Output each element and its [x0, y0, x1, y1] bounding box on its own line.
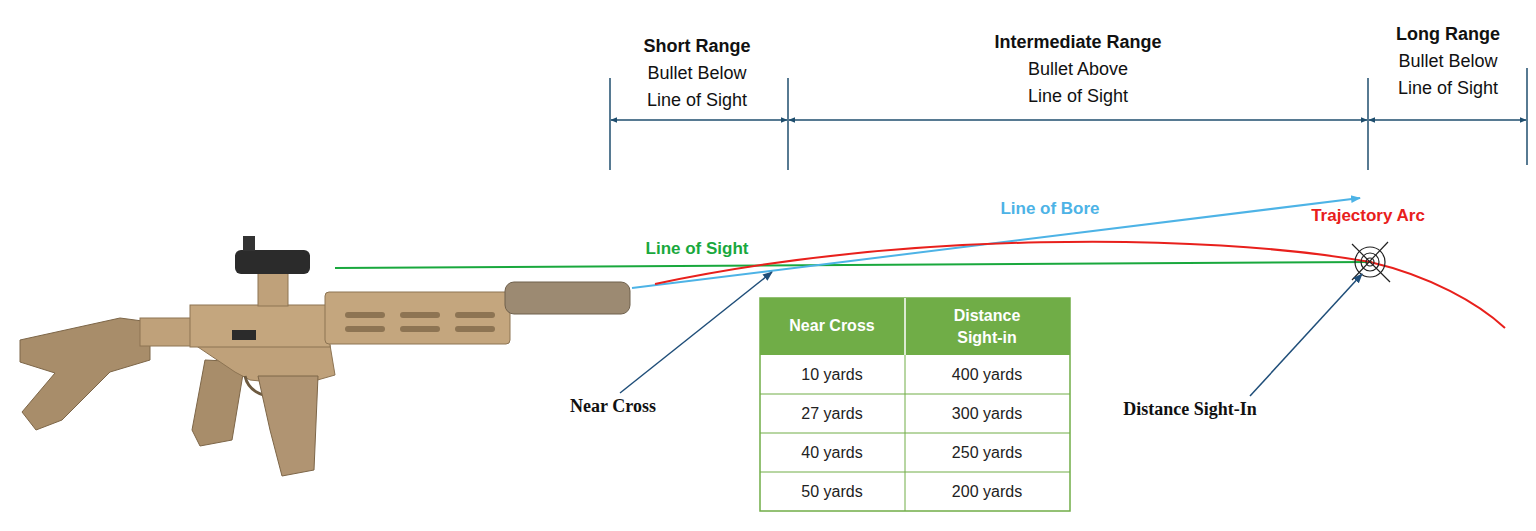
bracket-tick [1367, 78, 1369, 170]
bracket-tick [787, 78, 789, 170]
handguard-slot [400, 326, 440, 332]
handguard-slot [455, 312, 495, 318]
handguard [325, 292, 510, 344]
table-header [760, 298, 1070, 355]
table-header-cell: Distance Sight-in [937, 305, 1037, 349]
line-of-sight [335, 262, 1372, 268]
target [1352, 242, 1390, 282]
range-bracket [789, 119, 1367, 121]
optic-turret [243, 236, 255, 251]
bracket-tick [1526, 68, 1528, 165]
range-note: Bullet Above Line of Sight [1017, 56, 1139, 110]
range-title: Intermediate Range [948, 29, 1208, 55]
leader-arrow [1250, 274, 1362, 396]
table-cell: 27 yards [762, 403, 902, 424]
table-rule [760, 394, 1070, 395]
handguard-slot [400, 312, 440, 318]
bracket-tick [609, 78, 611, 170]
ejection-port [232, 330, 256, 340]
suppressor [505, 282, 630, 314]
table-rule [760, 472, 1070, 473]
red-dot-optic [235, 250, 310, 274]
range-note: Bullet Below Line of Sight [1388, 48, 1508, 102]
line-label: Line of Sight [607, 238, 787, 260]
line-label: Line of Bore [960, 198, 1140, 220]
target-crosshair [1352, 242, 1388, 280]
table-cell: 300 yards [917, 403, 1057, 424]
range-bracket [1369, 119, 1526, 121]
table-header-cell: Near Cross [762, 315, 902, 337]
target-crosshair [1352, 244, 1390, 282]
table-cell: 200 yards [917, 481, 1057, 502]
rifle-illustration [20, 236, 630, 476]
table-cell: 10 yards [762, 364, 902, 385]
callout-label: Distance Sight-In [1080, 397, 1300, 421]
upper-receiver [190, 305, 330, 347]
table-rule [760, 433, 1070, 434]
table-border [760, 298, 1070, 511]
table-cell: 250 yards [917, 442, 1057, 463]
table-divider [904, 298, 906, 355]
range-bracket [611, 119, 787, 121]
leader-arrow [620, 272, 772, 393]
handguard-slot [345, 312, 385, 318]
range-note: Bullet Below Line of Sight [637, 60, 757, 114]
table-cell: 50 yards [762, 481, 902, 502]
callout-label: Near Cross [523, 394, 703, 418]
brace-stock [20, 318, 150, 430]
line-label: Trajectory Arc [1278, 205, 1458, 227]
magazine [258, 376, 318, 476]
table-cell: 40 yards [762, 442, 902, 463]
range-title: Long Range [1358, 21, 1536, 47]
range-title: Short Range [587, 33, 807, 59]
handguard-slot [455, 326, 495, 332]
table-cell: 400 yards [917, 364, 1057, 385]
handguard-slot [345, 326, 385, 332]
